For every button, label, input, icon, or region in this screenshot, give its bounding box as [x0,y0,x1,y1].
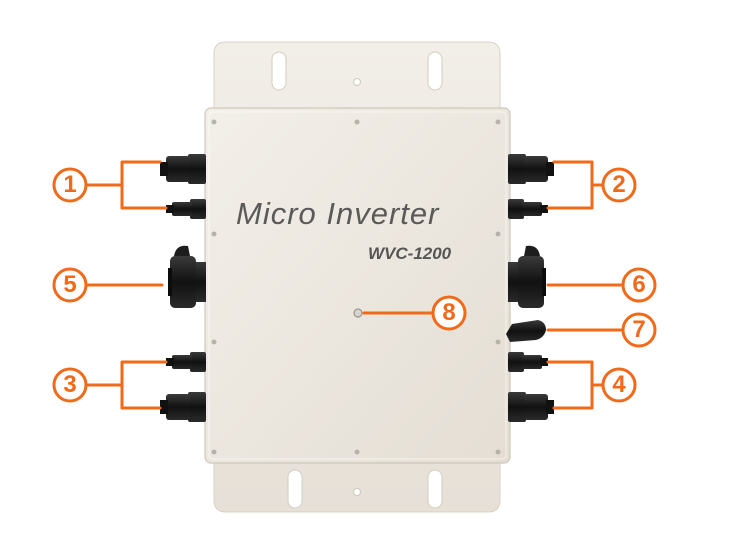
callout-number-7: 7 [632,316,646,343]
mount-slot-top-left [271,51,287,91]
mount-hole-top [353,78,361,86]
mount-slot-bottom-right [427,469,443,509]
device-model: WVC-1200 [368,244,452,263]
connector-right-bottom-1 [508,352,548,372]
mount-slot-bottom-left [287,469,303,509]
mount-hole-bottom [353,488,361,496]
callout-number-6: 6 [632,271,646,298]
callout-lines [85,160,624,410]
callout-number-8: 8 [442,299,456,326]
ac-connector-left [168,245,206,308]
callout-circle-8 [431,295,467,331]
callout-circle-4 [601,367,637,403]
connector-right-top-2 [508,199,548,219]
callout-circle-7 [621,312,657,348]
callout-circle-1 [52,167,88,203]
callout-number-1: 1 [63,171,77,198]
connector-left-bottom-1 [166,352,206,372]
connector-left-bottom-2 [160,392,206,422]
callout-circle-3 [52,367,88,403]
device-label: Micro Inverter [236,196,440,231]
callout-number-5: 5 [63,271,77,298]
connector-right-bottom-2 [508,392,554,422]
callout-circle-5 [52,267,88,303]
callout-circle-2 [601,167,637,203]
connector-right-top-1 [508,154,554,184]
callout-circle-6 [621,267,657,303]
callout-number-3: 3 [63,371,77,398]
connector-left-top-1 [160,154,206,184]
antenna [506,320,546,342]
led-indicator [353,308,363,318]
callout-number-2: 2 [612,171,626,198]
connector-left-top-2 [166,199,206,219]
inverter-body [204,107,511,464]
callout-number-4: 4 [612,371,626,398]
mount-slot-top-right [427,51,443,91]
ac-connector-right [508,245,546,308]
callout-circles [52,167,657,403]
screws [211,119,501,455]
